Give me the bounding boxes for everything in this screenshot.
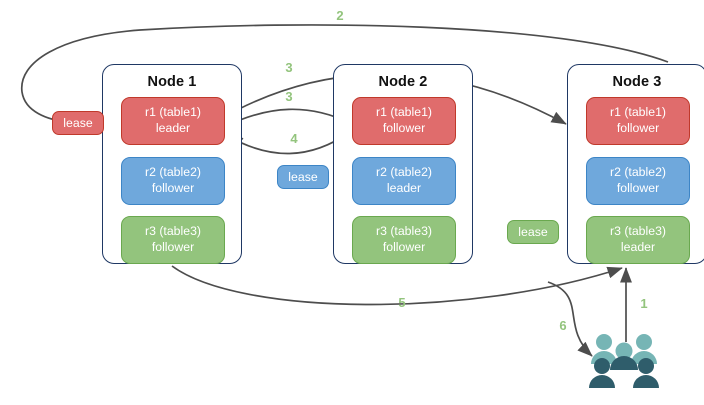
replica-role: follower <box>151 181 195 195</box>
node-container-node2[interactable]: Node 2 r1 (table1) follower r2 (table2) … <box>333 64 473 264</box>
replica-n3r1[interactable]: r1 (table1) follower <box>586 97 690 145</box>
step-label-1: 1 <box>640 296 648 311</box>
replica-role: follower <box>616 181 660 195</box>
step-label-3b: 3 <box>285 89 293 104</box>
lease-box-table1[interactable]: lease <box>52 111 104 135</box>
replica-n3r3[interactable]: r3 (table3) leader <box>586 216 690 264</box>
replica-name: r1 (table1) <box>375 105 433 120</box>
replica-role: follower <box>382 121 426 135</box>
lease-label: lease <box>288 170 318 184</box>
replica-name: r2 (table2) <box>375 165 433 180</box>
replica-role: leader <box>155 121 191 135</box>
node-title: Node 3 <box>612 74 662 90</box>
replica-name: r1 (table1) <box>609 105 667 120</box>
replica-name: r3 (table3) <box>609 224 667 239</box>
replica-n2r1[interactable]: r1 (table1) follower <box>352 97 456 145</box>
replica-n2r2[interactable]: r2 (table2) leader <box>352 157 456 205</box>
node-container-node1[interactable]: Node 1 r1 (table1) leader r2 (table2) fo… <box>102 64 242 264</box>
lease-label: lease <box>63 116 93 130</box>
node-title: Node 1 <box>147 74 197 90</box>
users-group-icon <box>589 334 659 388</box>
step-label-3a: 3 <box>285 60 293 75</box>
replica-name: r2 (table2) <box>144 165 202 180</box>
replica-role: follower <box>151 240 195 254</box>
replica-role: leader <box>620 240 656 254</box>
step-label-5: 5 <box>398 295 406 310</box>
replica-role: leader <box>386 181 422 195</box>
replica-n1r2[interactable]: r2 (table2) follower <box>121 157 225 205</box>
node-container-node3[interactable]: Node 3 r1 (table1) follower r2 (table2) … <box>567 64 704 264</box>
replica-name: r3 (table3) <box>375 224 433 239</box>
lease-box-table2[interactable]: lease <box>277 165 329 189</box>
replica-n3r2[interactable]: r2 (table2) follower <box>586 157 690 205</box>
lease-label: lease <box>518 225 548 239</box>
replica-name: r2 (table2) <box>609 165 667 180</box>
step-label-4: 4 <box>290 131 298 146</box>
replica-n1r1[interactable]: r1 (table1) leader <box>121 97 225 145</box>
node-title: Node 2 <box>378 74 428 90</box>
replica-name: r3 (table3) <box>144 224 202 239</box>
replica-role: follower <box>382 240 426 254</box>
replica-role: follower <box>616 121 660 135</box>
lease-box-table3[interactable]: lease <box>507 220 559 244</box>
replica-name: r1 (table1) <box>144 105 202 120</box>
step-label-6: 6 <box>559 318 567 333</box>
replica-n1r3[interactable]: r3 (table3) follower <box>121 216 225 264</box>
step-label-2: 2 <box>336 8 344 23</box>
replica-n2r3[interactable]: r3 (table3) follower <box>352 216 456 264</box>
